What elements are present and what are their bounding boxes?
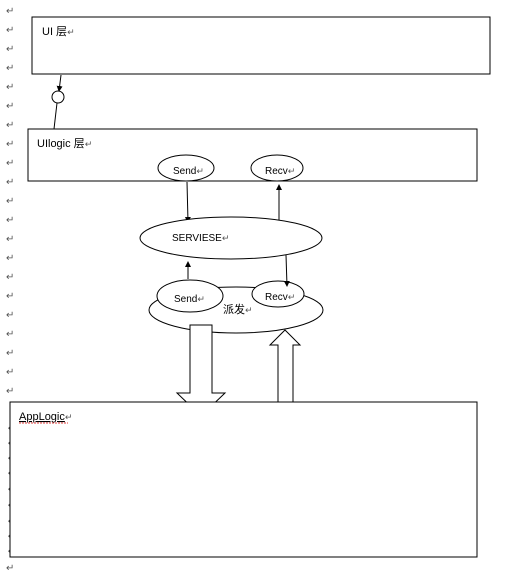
paragraph-mark: ↵ bbox=[6, 139, 15, 150]
dispatch-recv-label: Recv↵ bbox=[265, 292, 295, 303]
paragraph-mark: ↵ bbox=[6, 120, 15, 131]
applogic-layer-label: AppLogic↵ bbox=[19, 411, 72, 423]
socket-circle bbox=[51, 90, 65, 104]
uilogic-send-node bbox=[157, 154, 215, 182]
applogic-layer-box bbox=[9, 401, 478, 558]
paragraph-mark: ↵ bbox=[6, 329, 15, 340]
paragraph-mark: ↵ bbox=[6, 25, 15, 36]
uilogic-layer-label: UIlogic 层↵ bbox=[37, 137, 92, 150]
paragraph-mark: ↵ bbox=[6, 291, 15, 302]
paragraph-mark: ↵ bbox=[6, 563, 15, 574]
ui-to-socket-arrow bbox=[56, 74, 63, 92]
paragraph-mark: ↵ bbox=[6, 367, 15, 378]
paragraph-mark: ↵ bbox=[6, 310, 15, 321]
paragraph-mark: ↵ bbox=[6, 44, 15, 55]
ui-layer-box bbox=[31, 16, 491, 75]
uilogic-send-to-service-arrow bbox=[184, 181, 191, 223]
up-block-arrow bbox=[268, 329, 302, 411]
dispatch-recv-node bbox=[251, 280, 305, 308]
paragraph-mark: ↵ bbox=[6, 386, 15, 397]
paragraph-mark: ↵ bbox=[6, 196, 15, 207]
paragraph-mark: ↵ bbox=[6, 63, 15, 74]
socket-to-uilogic-line bbox=[53, 102, 58, 130]
paragraph-mark: ↵ bbox=[6, 6, 15, 17]
uilogic-recv-node bbox=[250, 154, 304, 182]
uilogic-send-label: Send↵ bbox=[173, 166, 204, 177]
service-node bbox=[139, 216, 323, 260]
paragraph-mark: ↵ bbox=[6, 177, 15, 188]
paragraph-mark: ↵ bbox=[6, 158, 15, 169]
uilogic-recv-label: Recv↵ bbox=[265, 166, 295, 177]
service-label: SERVIESE↵ bbox=[172, 233, 229, 244]
dispatch-send-node bbox=[156, 279, 224, 313]
paragraph-mark: ↵ bbox=[6, 82, 15, 93]
service-to-dispatch-recv-arrow bbox=[283, 254, 290, 287]
paragraph-mark: ↵ bbox=[6, 234, 15, 245]
paragraph-mark: ↵ bbox=[6, 253, 15, 264]
paragraph-mark: ↵ bbox=[6, 215, 15, 226]
paragraph-mark: ↵ bbox=[6, 101, 15, 112]
paragraph-mark: ↵ bbox=[6, 348, 15, 359]
ui-layer-label: UI 层↵ bbox=[42, 25, 75, 38]
dispatch-send-label: Send↵ bbox=[174, 294, 205, 305]
paragraph-mark: ↵ bbox=[6, 272, 15, 283]
dispatch-label: 派发↵ bbox=[223, 302, 253, 316]
